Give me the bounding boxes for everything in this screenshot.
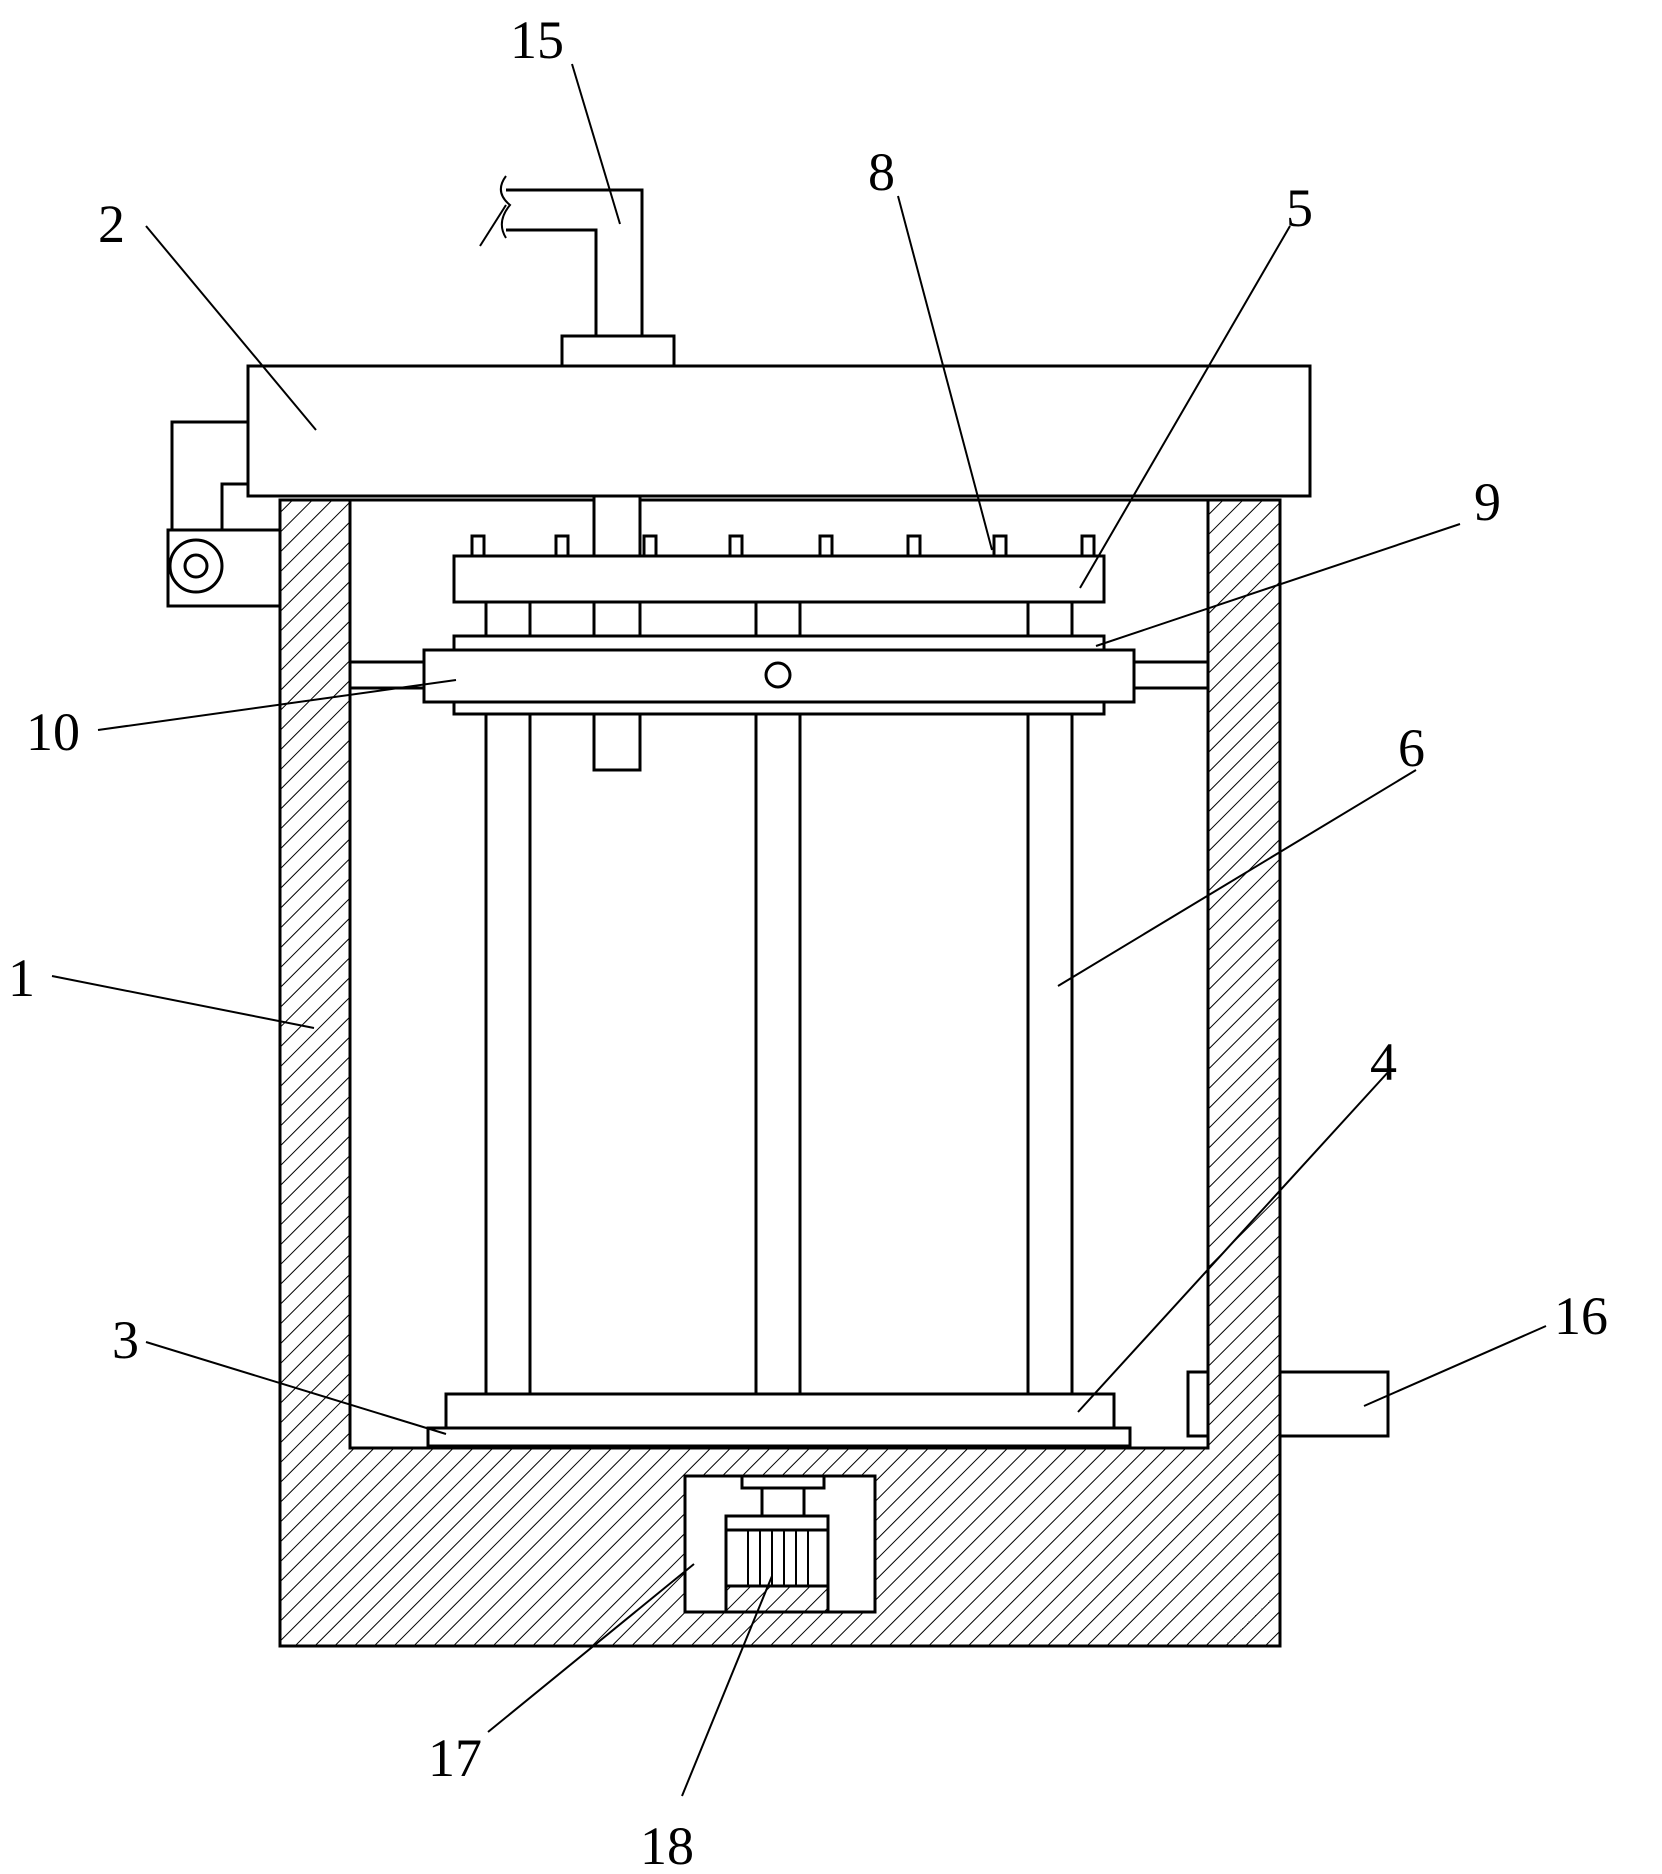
upper-plate xyxy=(452,634,1106,652)
top-plate xyxy=(452,554,1106,604)
hinge xyxy=(166,420,282,608)
outlet xyxy=(1186,1370,1390,1438)
label-1: 1 xyxy=(8,948,35,1008)
motor-assembly xyxy=(724,1474,830,1614)
bottom-platform xyxy=(444,1392,1116,1430)
side-rod-right xyxy=(1132,660,1210,690)
label-6: 6 xyxy=(1398,718,1425,778)
label-17: 17 xyxy=(428,1728,482,1788)
label-10: 10 xyxy=(26,702,80,762)
label-16: 16 xyxy=(1554,1286,1608,1346)
inlet-pipe xyxy=(479,175,676,368)
label-3: 3 xyxy=(112,1310,139,1370)
lid xyxy=(246,364,1312,498)
label-9: 9 xyxy=(1474,472,1501,532)
side-rod-left xyxy=(348,660,426,690)
label-8: 8 xyxy=(868,142,895,202)
vertical-rods xyxy=(484,598,1074,1396)
central-shaft xyxy=(592,494,642,772)
ring-pin xyxy=(764,661,792,689)
label-4: 4 xyxy=(1370,1032,1397,1092)
label-15: 15 xyxy=(510,10,564,70)
label-18: 18 xyxy=(640,1816,694,1874)
lower-plate xyxy=(452,700,1106,716)
leader-lines xyxy=(51,63,1547,1797)
label-2: 2 xyxy=(98,194,125,254)
callout-labels: 1 2 3 4 5 6 8 9 10 15 16 17 18 xyxy=(8,10,1608,1874)
base-plate xyxy=(426,1426,1132,1448)
top-pins xyxy=(470,534,1096,558)
label-5: 5 xyxy=(1286,178,1313,238)
